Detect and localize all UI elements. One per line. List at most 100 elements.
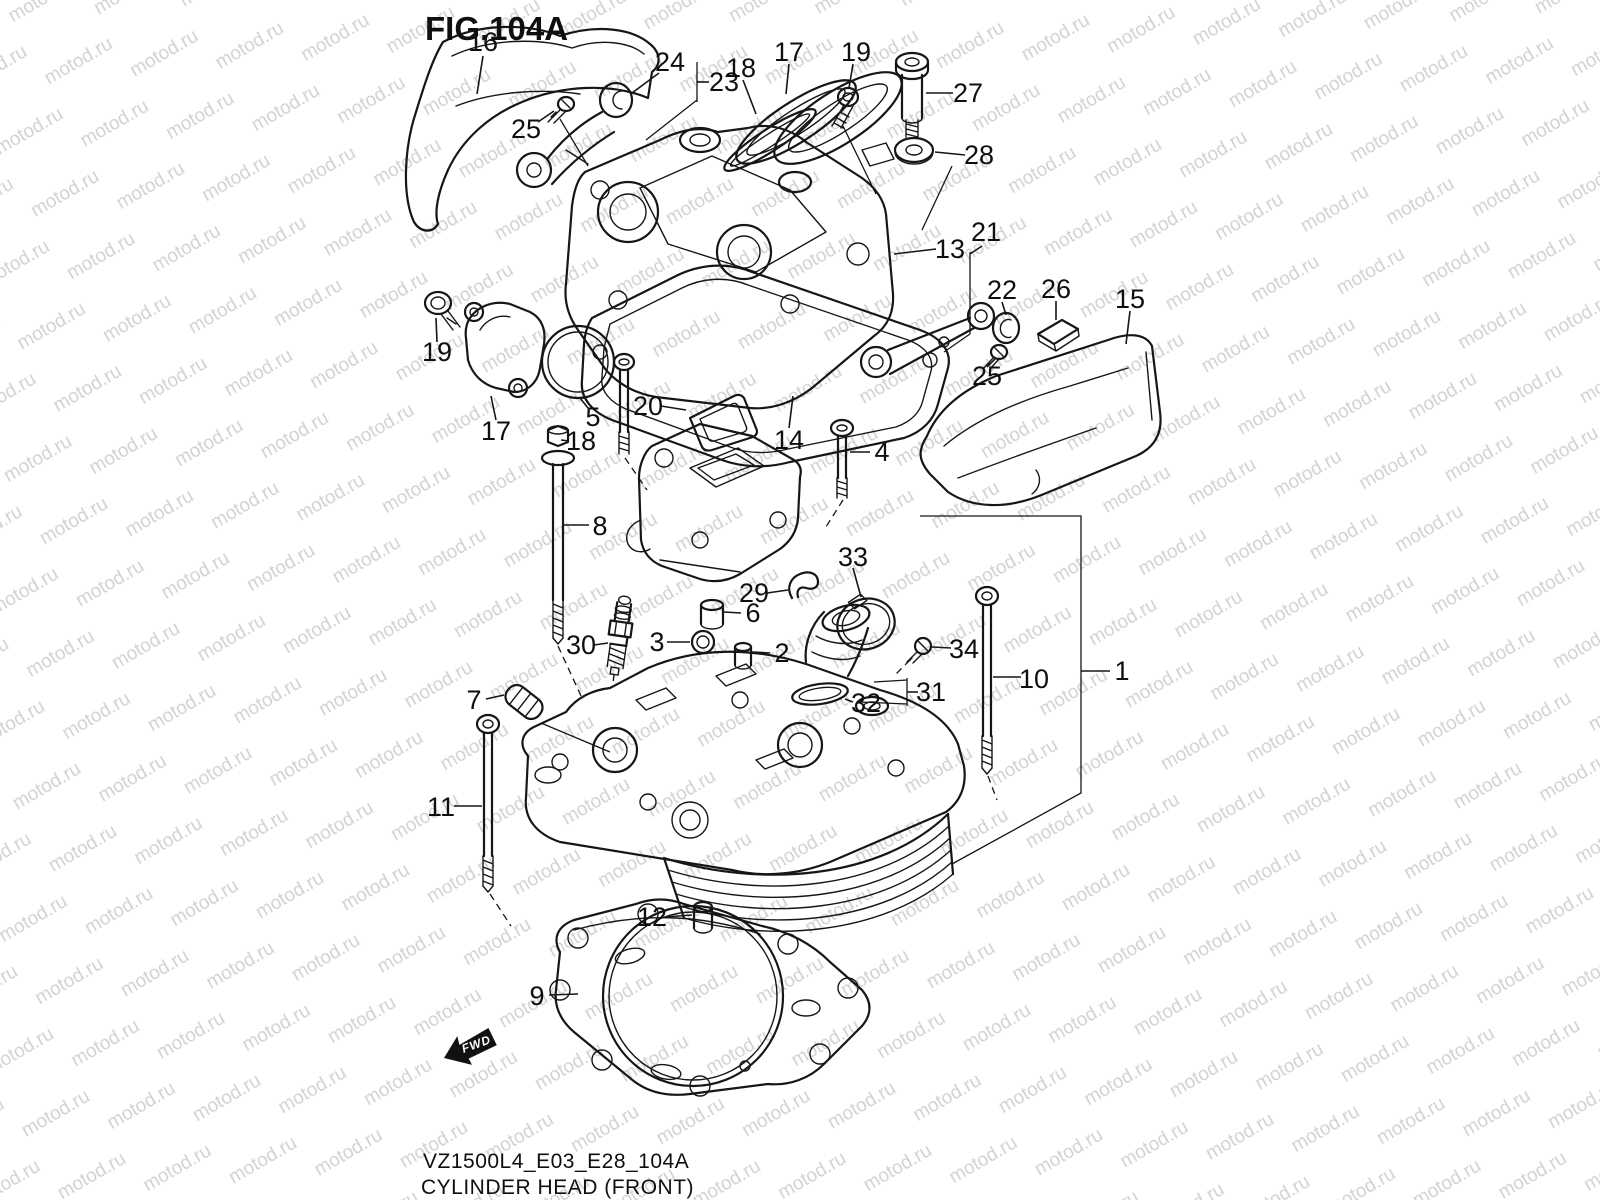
callout-18: 18 — [566, 426, 596, 456]
callout-25: 25 — [972, 361, 1002, 391]
callout-27: 27 — [953, 78, 983, 108]
callout-leader-29 — [766, 589, 789, 594]
part-20-gasket — [688, 393, 759, 452]
callout-21: 21 — [971, 217, 1001, 247]
callout-11: 11 — [427, 792, 455, 822]
part-19-bolt-left — [423, 290, 461, 331]
part-15-side-cover — [919, 334, 1162, 507]
callout-33: 33 — [838, 542, 868, 572]
part-10-long-bolt — [974, 585, 1000, 775]
callout-20: 20 — [633, 391, 663, 421]
callout-30: 30 — [566, 630, 596, 660]
callout-17: 17 — [481, 416, 511, 446]
callout-18: 18 — [726, 53, 756, 83]
callout-14: 14 — [774, 425, 804, 455]
part-18-seal-top — [723, 108, 817, 172]
part-4-bolt-second — [612, 352, 636, 455]
part-26-cushion — [1036, 318, 1080, 352]
callout-26: 26 — [1041, 274, 1071, 304]
part-23-bracket — [515, 110, 616, 189]
callout-leader-5 — [579, 397, 589, 409]
callout-3: 3 — [649, 627, 664, 657]
callout-25: 25 — [511, 114, 541, 144]
part-4-bolt — [829, 418, 855, 499]
callout-leader-13 — [893, 248, 937, 255]
callout-leader-33 — [852, 567, 862, 598]
part-24-grommet — [598, 81, 634, 119]
part-32-seal-ring — [791, 682, 849, 706]
callout-leader-9 — [548, 993, 579, 996]
callout-10: 10 — [1019, 664, 1049, 694]
callout-leader-24 — [631, 72, 660, 94]
callout-7: 7 — [466, 685, 481, 715]
callout-leader-18 — [560, 439, 570, 442]
callout-2: 2 — [774, 638, 789, 668]
part-28-washer — [893, 136, 935, 165]
callout-24: 24 — [655, 47, 685, 77]
callout-17: 17 — [774, 37, 804, 67]
callout-1: 1 — [1114, 656, 1129, 686]
callout-13: 13 — [935, 234, 965, 264]
callout-leader-28 — [934, 151, 966, 156]
callout-19: 19 — [841, 37, 871, 67]
callout-leader-16 — [476, 55, 484, 95]
callout-31: 31 — [916, 677, 946, 707]
callout-6: 6 — [745, 598, 760, 628]
figure-name: CYLINDER HEAD (FRONT) — [421, 1176, 694, 1199]
callout-5: 5 — [585, 402, 600, 432]
callout-9: 9 — [529, 981, 544, 1011]
callout-12: 12 — [637, 902, 667, 932]
part-17-cover-left — [463, 301, 546, 399]
callout-8: 8 — [592, 511, 607, 541]
part-19-bolt-top — [831, 86, 860, 129]
part-25-screw-top — [547, 95, 576, 124]
callout-22: 22 — [987, 275, 1017, 305]
part-16-front-cover — [404, 25, 660, 232]
figure-code: VZ1500L4_E03_E28_104A — [423, 1150, 689, 1173]
callout-leader-7 — [485, 694, 505, 700]
callout-leader-17 — [490, 395, 497, 421]
part-2-dowel — [733, 641, 753, 670]
part-25-screw-right — [983, 343, 1009, 370]
part-11-long-bolt — [475, 713, 501, 893]
part-29-clip — [788, 571, 820, 600]
part-8-long-bolt — [540, 424, 576, 645]
part-21-side-bracket — [859, 301, 996, 379]
callout-leader-18 — [742, 79, 757, 115]
part-31-intake-boot — [804, 603, 871, 678]
callout-leader-25 — [986, 358, 996, 368]
callout-28: 28 — [964, 140, 994, 170]
callout-leader-12 — [664, 914, 693, 918]
callout-leader-22 — [1001, 301, 1007, 316]
part-27-shoulder-bolt — [894, 51, 930, 138]
part-34-screw — [906, 636, 933, 664]
callout-19: 19 — [422, 337, 452, 367]
callout-16: 16 — [468, 27, 498, 57]
callout-leader-34 — [931, 646, 952, 649]
callout-leader-2 — [751, 651, 771, 654]
callout-15: 15 — [1115, 284, 1145, 314]
callout-leader-25 — [537, 110, 555, 123]
callout-leader-19 — [435, 317, 438, 343]
callout-leader-21 — [969, 245, 983, 255]
part-18-washer — [540, 449, 576, 467]
callout-leader-30 — [593, 642, 609, 646]
callout-34: 34 — [949, 634, 979, 664]
callout-leader-20 — [660, 405, 687, 411]
part-9-head-gasket — [549, 898, 871, 1097]
part-30-spark-plug — [606, 595, 634, 682]
part-14-cover-gasket — [580, 264, 950, 468]
callout-leader-17 — [785, 63, 790, 95]
part-17-breather-gasket-top — [735, 71, 903, 167]
callout-leader-32 — [844, 698, 854, 703]
reference-lines — [489, 62, 1082, 927]
callout-32: 32 — [851, 688, 881, 718]
diagram-line-art — [404, 25, 1162, 1097]
part-6-dowel — [699, 598, 725, 630]
part-1-cylinder-head — [521, 650, 966, 932]
part-7-plug-cap — [504, 683, 611, 753]
